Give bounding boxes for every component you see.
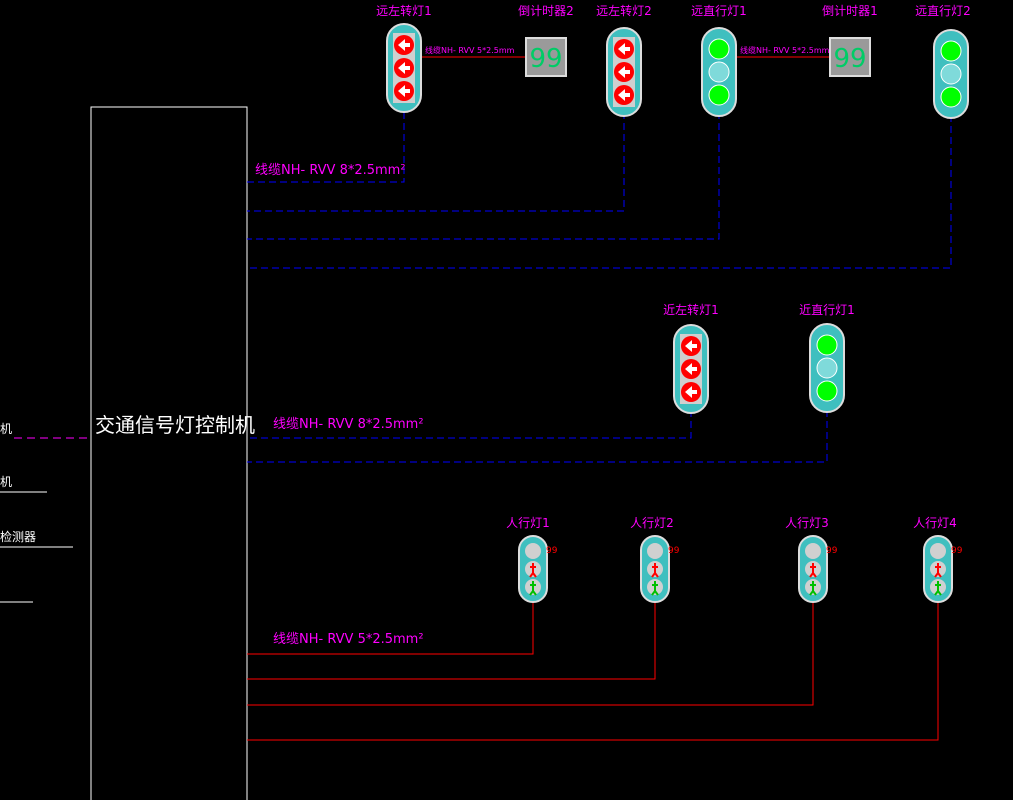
- pedestrian-signal: 99: [923, 535, 963, 603]
- pedestrian-signal: 99: [798, 535, 838, 603]
- straight-signal: [933, 29, 969, 119]
- wire-far-left-2: [247, 112, 625, 212]
- red-arrow-icon: [394, 81, 414, 101]
- left-turn-signal: [386, 23, 422, 113]
- signal-label: 近直行灯1: [799, 303, 855, 317]
- cable-label-far: 线缆NH- RVV 8*2.5mm²: [255, 162, 406, 178]
- signal-label: 倒计时器1: [822, 4, 878, 18]
- wire-ped-3: [247, 602, 814, 706]
- timer-cable-label: 线缆NH- RVV 5*2.5mm: [740, 45, 830, 55]
- ped-count: 99: [546, 546, 558, 556]
- signal-label: 人行灯3: [785, 516, 829, 530]
- signal-label: 人行灯4: [913, 516, 957, 530]
- straight-signal: [701, 27, 737, 117]
- red-arrow-icon: [614, 39, 634, 59]
- controller-label: 交通信号灯控制机: [95, 413, 255, 437]
- green-lamp: [816, 334, 838, 356]
- wire-far-straight-1: [247, 112, 720, 240]
- wire-near-left-1: [247, 410, 692, 439]
- straight-signal: [809, 323, 845, 413]
- left-stub-label: 机: [0, 475, 12, 489]
- ped-count: 99: [951, 546, 963, 556]
- dim-lamp: [708, 61, 730, 83]
- signal-label: 远左转灯1: [376, 3, 432, 18]
- controller-box: [90, 106, 248, 800]
- timer-value: 99: [833, 44, 866, 74]
- wire-ped-4: [247, 602, 939, 741]
- green-lamp: [708, 38, 730, 60]
- ped-count: 99: [668, 546, 680, 556]
- group-pedestrian: 线缆NH- RVV 5*2.5mm² 人行灯1 人行灯2 人行灯3 人行灯4 9…: [247, 516, 963, 741]
- signal-label: 远左转灯2: [596, 3, 652, 18]
- red-arrow-icon: [394, 35, 414, 55]
- left-stubs: 机 机 检测器: [0, 422, 91, 603]
- signal-label: 远直行灯1: [691, 4, 747, 18]
- signal-label: 人行灯1: [506, 516, 550, 530]
- timer-cable-label: 线缆NH- RVV 5*2.5mm: [425, 45, 515, 55]
- left-turn-signal: [673, 324, 709, 414]
- signal-label: 人行灯2: [630, 516, 674, 530]
- green-lamp: [940, 40, 962, 62]
- red-arrow-icon: [614, 62, 634, 82]
- left-stub-label: 机: [0, 422, 12, 436]
- red-arrow-icon: [394, 58, 414, 78]
- cable-label-ped: 线缆NH- RVV 5*2.5mm²: [273, 631, 424, 647]
- red-arrow-icon: [681, 382, 701, 402]
- ped-count: 99: [826, 546, 838, 556]
- red-arrow-icon: [614, 85, 634, 105]
- red-arrow-icon: [681, 359, 701, 379]
- signal-label: 倒计时器2: [518, 4, 574, 18]
- signal-label: 近左转灯1: [663, 302, 719, 317]
- group-far: 线缆NH- RVV 8*2.5mm² 线缆NH- RVV 5*2.5mm 线缆N…: [247, 3, 971, 269]
- wire-near-straight-1: [247, 410, 828, 463]
- green-lamp: [940, 86, 962, 108]
- green-lamp: [708, 84, 730, 106]
- cable-label-near: 线缆NH- RVV 8*2.5mm²: [273, 416, 424, 432]
- wire-ped-2: [247, 602, 656, 680]
- timer-value: 99: [529, 44, 562, 74]
- wire-far-straight-2: [247, 115, 952, 269]
- pedestrian-signal: 99: [640, 535, 680, 603]
- signal-label: 远直行灯2: [915, 4, 971, 18]
- group-near: 线缆NH- RVV 8*2.5mm² 近左转灯1 近直行灯1: [247, 302, 855, 463]
- countdown-timer: 99: [829, 37, 871, 77]
- dim-lamp: [816, 357, 838, 379]
- wire-far-left-1: [247, 112, 405, 183]
- wire-ped-1: [247, 602, 534, 655]
- pedestrian-signal: 99: [518, 535, 558, 603]
- dim-lamp: [940, 63, 962, 85]
- left-stub-label: 检测器: [0, 529, 36, 544]
- green-lamp: [816, 380, 838, 402]
- red-arrow-icon: [681, 336, 701, 356]
- left-turn-signal: [606, 27, 642, 117]
- countdown-timer: 99: [525, 37, 567, 77]
